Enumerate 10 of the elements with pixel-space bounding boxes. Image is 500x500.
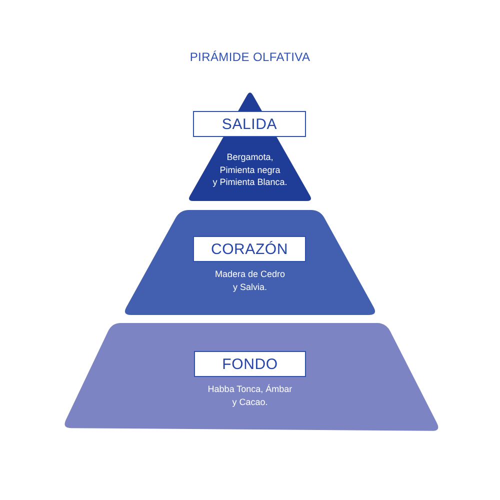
pyramid-tier: [62, 323, 441, 431]
diagram-title: PIRÁMIDE OLFATIVA: [190, 50, 310, 65]
tier-notes: Habba Tonca, Ámbar y Cacao.: [208, 384, 292, 406]
pyramid-tier: [187, 90, 313, 201]
tier-heading: FONDO: [194, 351, 306, 377]
tier-notes: Madera de Cedro y Salvia.: [214, 269, 286, 292]
pyramid-tier: [122, 210, 378, 315]
tier-heading: CORAZÓN: [193, 236, 306, 262]
tier-notes: Bergamota, Pimienta negra y Pimienta Blanca.: [212, 152, 288, 187]
tier-heading: SALIDA: [193, 111, 306, 137]
